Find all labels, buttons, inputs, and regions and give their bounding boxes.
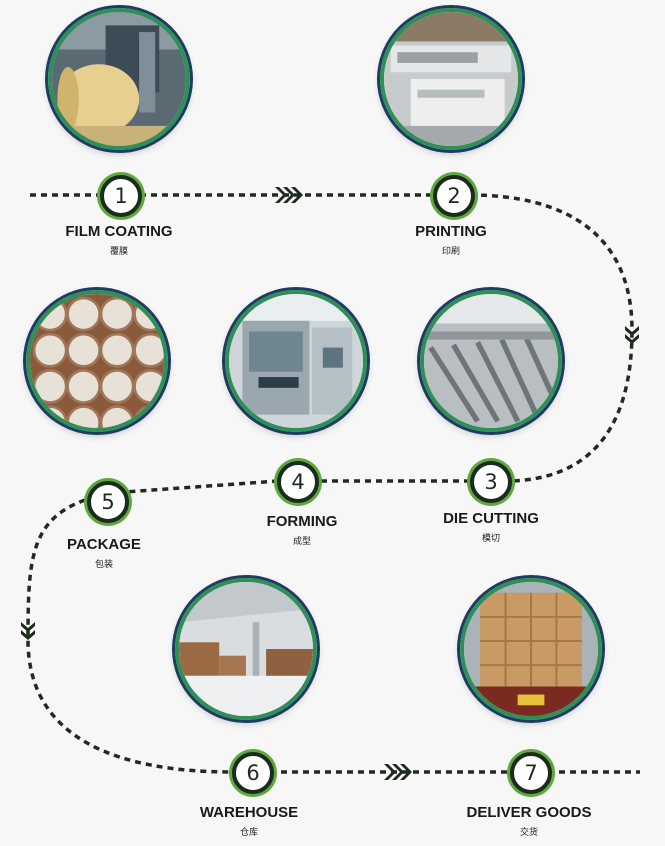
chevron-down-icon (21, 630, 35, 640)
step-3-photo (420, 290, 562, 432)
step-1-photo (48, 8, 190, 150)
chevron-right-icon (384, 764, 396, 780)
chevron-right-icon (275, 187, 287, 203)
step-7-number-badge: 7 (510, 752, 552, 794)
step-4-photo (225, 290, 367, 432)
chevron-down-icon (625, 334, 639, 344)
chevron-down-icon (625, 326, 639, 336)
step-5-number-badge: 5 (87, 481, 129, 523)
step-3-number-badge: 3 (470, 461, 512, 503)
step-2-title: PRINTING (415, 223, 487, 240)
step-2-subtitle: 印刷 (441, 246, 461, 256)
step-4-number-badge: 4 (277, 461, 319, 503)
chevron-right-icon (400, 764, 412, 780)
step-4-subtitle: 成型 (292, 536, 312, 546)
step-5-title: PACKAGE (67, 536, 141, 553)
step-3-subtitle: 模切 (481, 533, 501, 543)
step-7-photo (460, 578, 602, 720)
step-2-photo (380, 8, 522, 150)
step-1-subtitle: 覆膜 (109, 246, 129, 256)
step-1-number-badge: 1 (100, 175, 142, 217)
step-1-title: FILM COATING (65, 223, 173, 240)
step-6-photo (175, 578, 317, 720)
step-3-title: DIE CUTTING (443, 510, 539, 527)
flow-line-2-3 (469, 193, 634, 483)
step-5-photo (26, 290, 168, 432)
chevron-right-icon (283, 187, 295, 203)
chevron-down-icon (21, 622, 35, 632)
flow-line-5-6 (26, 498, 233, 774)
step-2-number-badge: 2 (433, 175, 475, 217)
chevron-arrows (21, 187, 639, 780)
step-6-number-badge: 6 (232, 752, 274, 794)
step-5-subtitle: 包装 (94, 559, 114, 569)
step-7-title: DELIVER GOODS (466, 804, 592, 821)
step-6-title: WAREHOUSE (199, 804, 299, 821)
chevron-right-icon (291, 187, 303, 203)
step-6-subtitle: 仓库 (239, 827, 259, 837)
step-4-title: FORMING (266, 513, 338, 530)
chevron-right-icon (392, 764, 404, 780)
flow-line-4-5 (124, 479, 279, 494)
step-7-subtitle: 交货 (519, 827, 539, 837)
